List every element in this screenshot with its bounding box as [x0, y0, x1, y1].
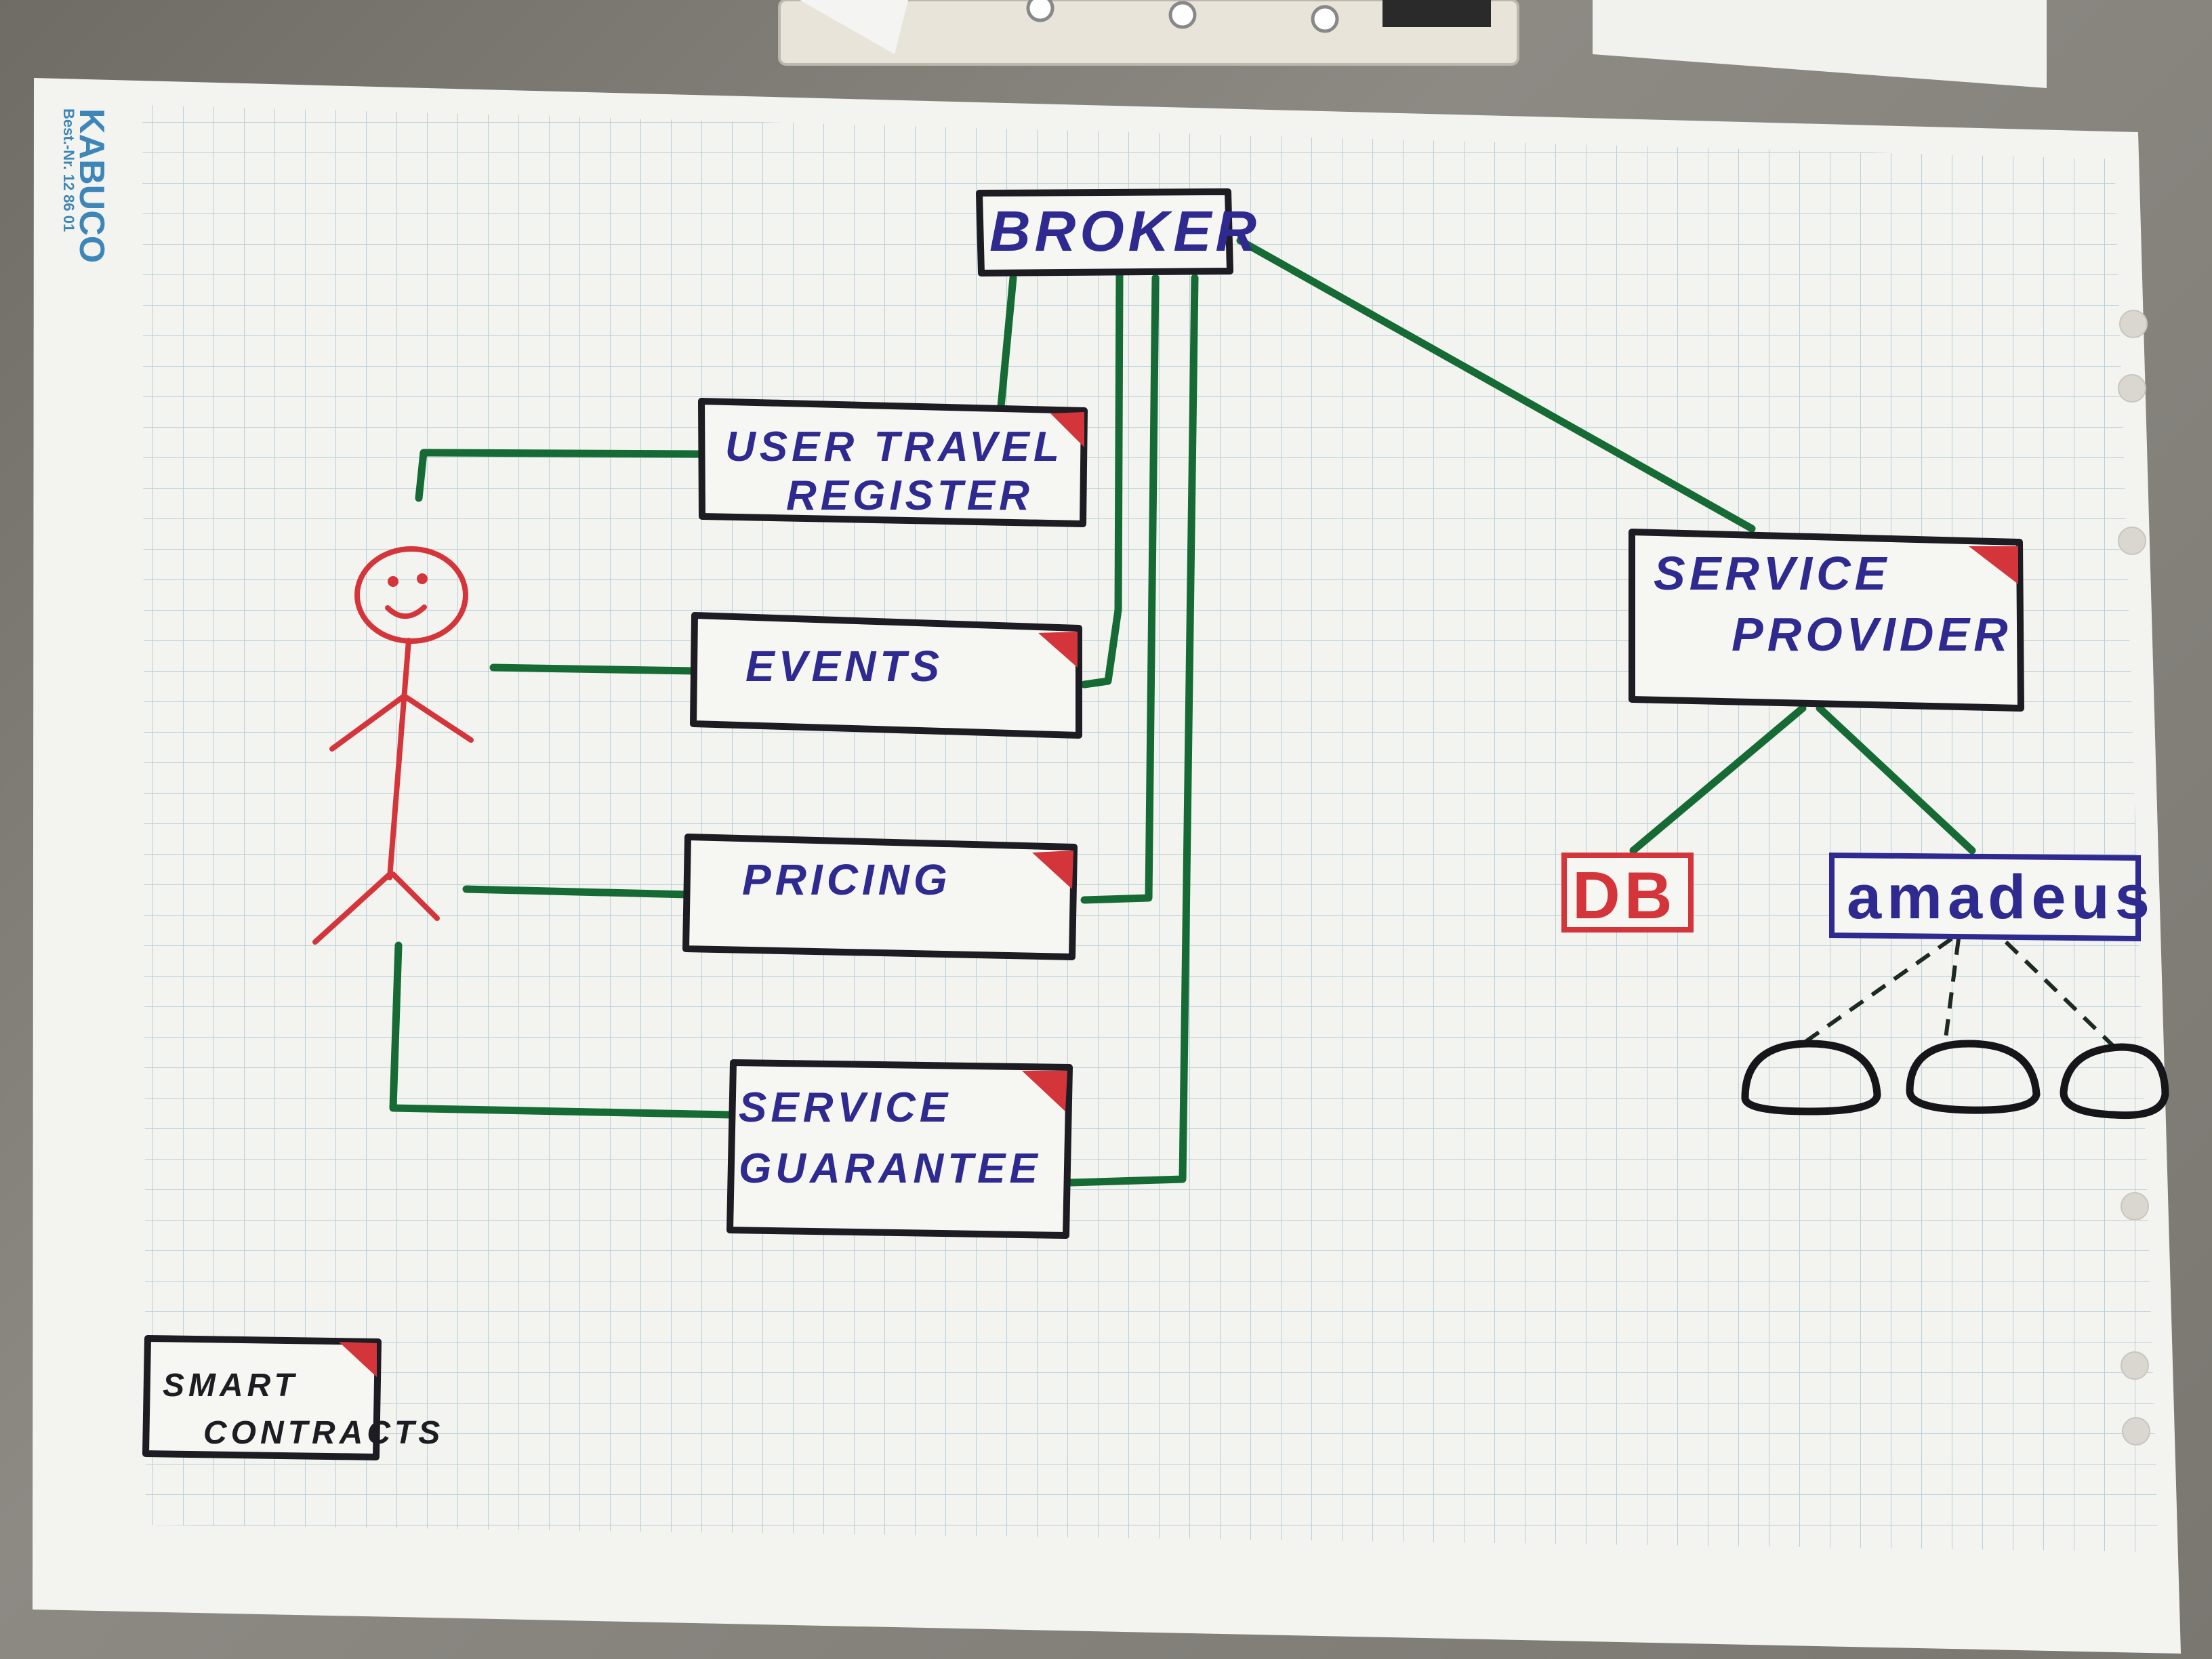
user-travel-register-box: [698, 398, 1088, 527]
dashed-links: [1801, 937, 2116, 1049]
provider-node-icon: [2060, 1043, 2169, 1120]
stick-figure-person-icon: [312, 546, 474, 945]
amadeus-node: [1829, 852, 2141, 942]
connectors: [389, 237, 1976, 1187]
corner-flags: [339, 412, 2018, 1377]
corner-flag-icon: [1038, 632, 1078, 668]
pricing-label: PRICING: [742, 855, 951, 904]
connector-broker-guarantee: [1067, 274, 1199, 1187]
connector-broker-provider: [1236, 237, 1756, 533]
corner-flag-icon: [1969, 546, 2018, 584]
connector-broker-events: [1080, 270, 1124, 689]
events-box: [690, 612, 1082, 739]
connector-broker-pricing: [1080, 274, 1160, 904]
events-label: EVENTS: [745, 642, 943, 691]
service-guarantee-label-line2: GUARANTEE: [739, 1145, 1042, 1192]
provider-node-icon: [1906, 1040, 2041, 1114]
smart-contracts-box: [142, 1335, 382, 1460]
paper-brand: KABUCO Best.-Nr. 12 86 01: [60, 108, 111, 263]
corner-flag-icon: [1050, 412, 1084, 447]
connector-user-pricing: [462, 885, 692, 899]
corner-flag-icon: [1032, 851, 1073, 889]
desk-background: [778, 0, 2047, 88]
connector-user-register: [415, 449, 702, 502]
db-node: [1561, 853, 1694, 933]
service-provider-label-line1: SERVICE: [1654, 547, 1890, 600]
amadeus-label: amadeus: [1847, 863, 2155, 932]
connector-broker-register: [997, 274, 1017, 411]
smart-contracts-label-line2: CONTRACTS: [203, 1415, 444, 1451]
paper-brand-sub: Best.-Nr. 12 86 01: [60, 108, 77, 232]
service-guarantee-box: [726, 1059, 1073, 1239]
connector-provider-db: [1629, 704, 1807, 855]
corner-flag-icon: [1022, 1071, 1067, 1111]
provider-node-icon: [1741, 1040, 1881, 1115]
connector-provider-amadeus: [1816, 704, 1976, 855]
service-provider-label-line2: PROVIDER: [1732, 608, 2012, 661]
smart-contracts-label-line1: SMART: [163, 1368, 298, 1404]
broker-box: [976, 188, 1233, 276]
paper-brand-label: KABUCO: [72, 108, 111, 263]
user-travel-register-label-line1: USER TRAVEL: [725, 424, 1063, 470]
user-travel-register-label-line2: REGISTER: [786, 472, 1033, 519]
connector-user-events: [489, 663, 699, 675]
service-provider-box: [1629, 529, 2024, 712]
provider-nodes: [1741, 1040, 2169, 1120]
pricing-box: [682, 834, 1078, 960]
corner-flag-icon: [339, 1342, 377, 1377]
service-guarantee-label-line1: SERVICE: [739, 1084, 951, 1131]
broker-label: BROKER: [989, 199, 1261, 263]
connector-user-guarantee: [389, 941, 736, 1119]
db-label: DB: [1572, 858, 1677, 933]
